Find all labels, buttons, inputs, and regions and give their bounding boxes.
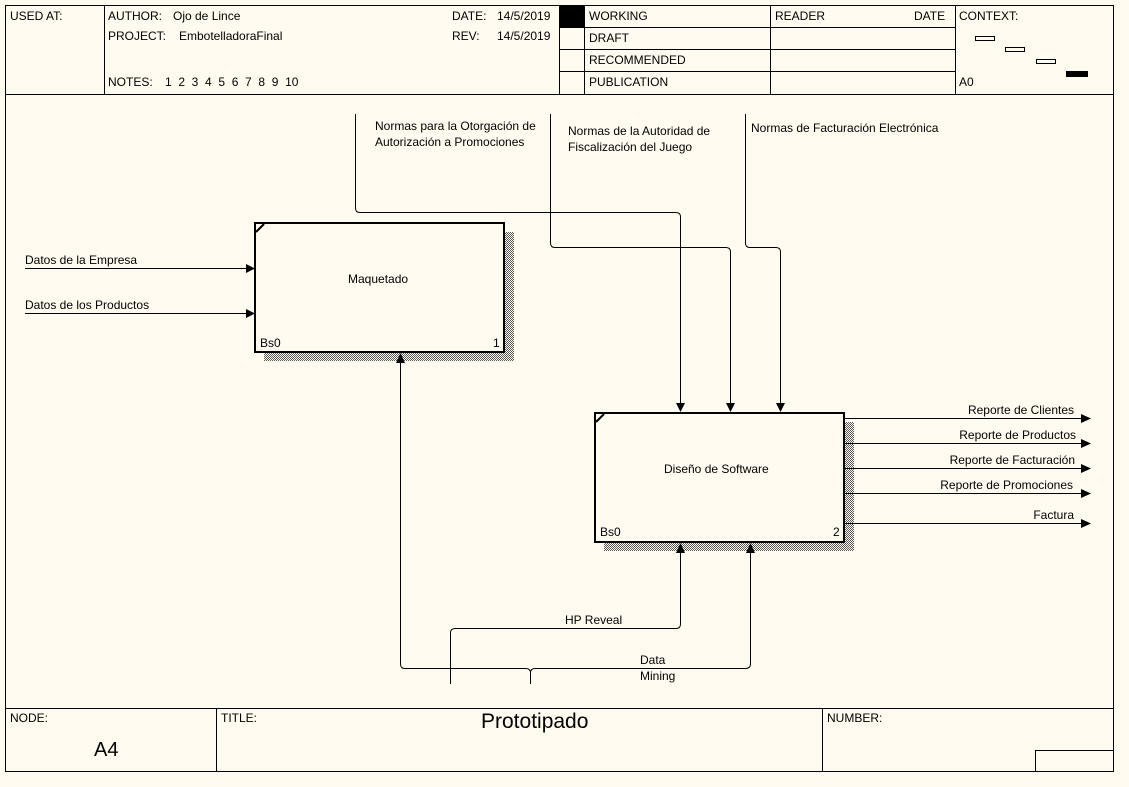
arrowhead-right-icon bbox=[1081, 439, 1091, 448]
arrowhead-up-icon bbox=[396, 353, 405, 363]
context-box-icon bbox=[975, 36, 995, 41]
used-at-label: USED AT: bbox=[10, 9, 63, 23]
box-shadow bbox=[264, 352, 514, 361]
activity-2-number: 2 bbox=[833, 525, 840, 539]
date-label: DATE: bbox=[452, 9, 487, 23]
arrowhead-right-icon bbox=[1081, 519, 1091, 528]
activity-2-ref: Bs0 bbox=[600, 525, 621, 539]
control-label: Fiscalización del Juego bbox=[568, 140, 693, 154]
divider bbox=[559, 49, 955, 50]
arrowhead-right-icon bbox=[1081, 414, 1091, 423]
control-arrow-line[interactable] bbox=[550, 114, 731, 406]
control-label: Normas para la Otorgación de bbox=[375, 119, 536, 133]
arrowhead-down-icon bbox=[776, 403, 785, 412]
arrowhead-down-icon bbox=[676, 403, 685, 412]
author-value: Ojo de Lince bbox=[173, 9, 241, 23]
node-label: NODE: bbox=[10, 711, 49, 725]
output-label: Reporte de Productos bbox=[959, 428, 1076, 442]
divider bbox=[955, 5, 956, 94]
output-label: Factura bbox=[1033, 508, 1074, 522]
control-label: Autorización a Promociones bbox=[375, 135, 525, 149]
arrowhead-right-icon bbox=[1081, 464, 1091, 473]
notes-label: NOTES: bbox=[108, 75, 153, 89]
divider bbox=[822, 708, 823, 771]
arrowhead-down-icon bbox=[726, 403, 735, 412]
box-corner-mark bbox=[595, 413, 605, 423]
activity-1-name: Maquetado bbox=[348, 272, 409, 286]
footer-frame bbox=[5, 708, 1114, 772]
arrowhead-right-icon bbox=[246, 264, 255, 273]
context-label: CONTEXT: bbox=[959, 9, 1019, 23]
divider bbox=[559, 71, 955, 72]
control-label: Normas de Facturación Electrónica bbox=[751, 121, 939, 135]
mechanism-arrow-line[interactable] bbox=[450, 548, 681, 684]
divider bbox=[104, 5, 105, 94]
mechanism-arrow-line[interactable] bbox=[530, 548, 751, 674]
reader-date-label: DATE bbox=[914, 9, 946, 23]
rev-value: 14/5/2019 bbox=[497, 29, 551, 43]
output-label: Reporte de Promociones bbox=[940, 478, 1073, 492]
control-arrow-line[interactable] bbox=[745, 114, 781, 406]
notes-values: 1 2 3 4 5 6 7 8 9 10 bbox=[165, 75, 299, 89]
status-recommended[interactable]: RECOMMENDED bbox=[589, 53, 686, 67]
box-corner-mark bbox=[255, 223, 265, 233]
box-shadow bbox=[504, 232, 514, 360]
reader-label: READER bbox=[775, 9, 826, 23]
divider bbox=[559, 27, 955, 28]
context-box-icon bbox=[1005, 47, 1025, 52]
context-node: A0 bbox=[959, 75, 974, 89]
mechanism-label: HP Reveal bbox=[565, 613, 623, 627]
arrowhead-up-icon bbox=[746, 543, 755, 553]
context-box-current-icon bbox=[1066, 71, 1088, 77]
output-label: Reporte de Facturación bbox=[949, 453, 1075, 467]
divider bbox=[1035, 750, 1113, 751]
control-arrow-line[interactable] bbox=[355, 114, 681, 406]
number-label: NUMBER: bbox=[827, 711, 883, 725]
input-label: Datos de la Empresa bbox=[25, 253, 138, 267]
activity-2-name: Diseño de Software bbox=[664, 462, 769, 476]
status-publication[interactable]: PUBLICATION bbox=[589, 75, 669, 89]
author-label: AUTHOR: bbox=[108, 9, 162, 23]
divider bbox=[216, 708, 217, 771]
control-label: Normas de la Autoridad de bbox=[568, 124, 711, 138]
arrowhead-right-icon bbox=[246, 309, 255, 318]
box-shadow bbox=[604, 542, 854, 551]
arrowhead-right-icon bbox=[1081, 489, 1091, 498]
activity-1-number: 1 bbox=[493, 336, 500, 350]
frame-right bbox=[1113, 94, 1114, 709]
context-box-icon bbox=[1036, 59, 1056, 64]
divider bbox=[1035, 750, 1036, 771]
activity-box-1[interactable] bbox=[254, 222, 505, 353]
rev-label: REV: bbox=[452, 29, 480, 43]
activity-1-ref: Bs0 bbox=[260, 336, 281, 350]
status-marker bbox=[560, 6, 584, 27]
mechanism-arrow-line[interactable] bbox=[400, 358, 531, 684]
activity-box-2[interactable] bbox=[594, 412, 845, 543]
mechanism-label: Mining bbox=[640, 669, 676, 683]
output-label: Reporte de Clientes bbox=[967, 403, 1074, 417]
input-label: Datos de los Productos bbox=[25, 298, 150, 312]
mechanism-label: Data bbox=[640, 653, 666, 667]
box-shadow bbox=[844, 422, 854, 550]
status-working[interactable]: WORKING bbox=[589, 9, 648, 23]
date-value: 14/5/2019 bbox=[497, 9, 551, 23]
status-draft[interactable]: DRAFT bbox=[589, 31, 629, 45]
page-title: Prototipado bbox=[481, 710, 589, 733]
project-label: PROJECT: bbox=[108, 29, 167, 43]
frame-left bbox=[5, 94, 6, 709]
project-value: EmbotelladoraFinal bbox=[179, 29, 283, 43]
arrowhead-up-icon bbox=[676, 543, 685, 553]
title-label: TITLE: bbox=[221, 711, 258, 725]
node-value: A4 bbox=[94, 739, 119, 761]
